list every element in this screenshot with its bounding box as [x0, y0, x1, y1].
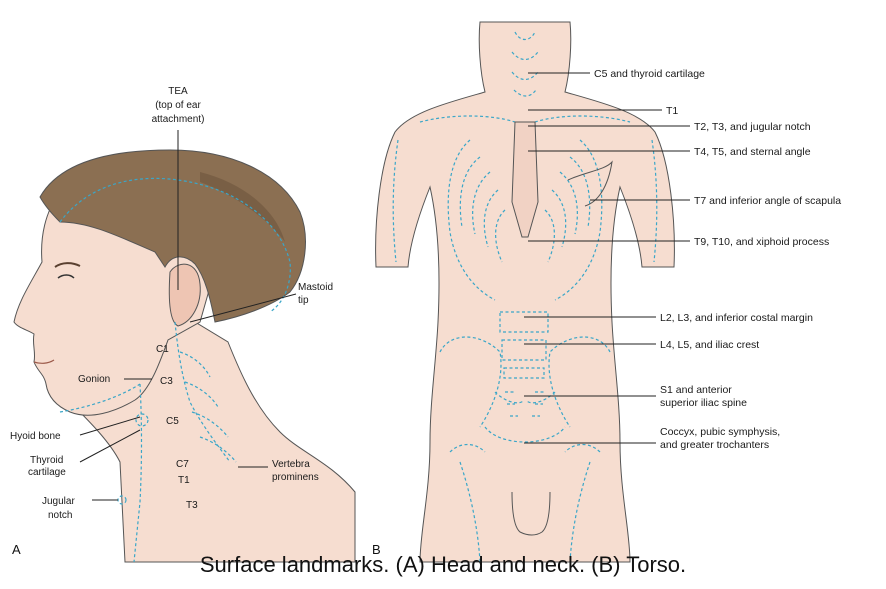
label-l4l5: L4, L5, and iliac crest: [660, 339, 759, 351]
label-tea: TEA: [168, 86, 188, 97]
torso-illustration: [375, 21, 675, 563]
figure-caption: Surface landmarks. (A) Head and neck. (B…: [199, 552, 687, 577]
trachea-dashes: [133, 383, 143, 563]
label-mastoid-line2: tip: [298, 295, 309, 306]
eyebrow: [54, 262, 81, 268]
cervical-spine-dashes-b: [511, 31, 539, 97]
hair-shading: [200, 172, 285, 242]
label-tea-line3: attachment): [152, 114, 205, 125]
ribcage-dashes: [447, 139, 603, 301]
label-l2l3: L2, L3, and inferior costal margin: [660, 312, 813, 324]
panel-a-letter: A: [12, 542, 21, 557]
label-thyroid-line2: cartilage: [28, 467, 66, 478]
ear-illustration: [168, 263, 201, 327]
lumbar-spine-dashes: [499, 311, 549, 379]
pelvis-outline-detail: [511, 491, 551, 536]
panel-b-letter: B: [372, 542, 381, 557]
label-t9t10: T9, T10, and xiphoid process: [694, 236, 829, 248]
label-s1-line2: superior iliac spine: [660, 397, 747, 409]
thyroid-leader: [79, 429, 141, 463]
label-coccyx-line2: and greater trochanters: [660, 439, 769, 451]
mastoid-leader: [189, 293, 297, 323]
hyoid-leader: [79, 416, 141, 436]
label-tea-line2: (top of ear: [155, 100, 201, 111]
hyoid-marker: [135, 413, 149, 427]
label-vertebra-line2: prominens: [272, 472, 319, 483]
arm-dashes: [392, 139, 658, 263]
label-jugular-line2: notch: [48, 510, 72, 521]
panel-a-head-and-neck: TEA (top of ear attachment) Mastoid tip …: [6, 22, 358, 563]
label-c3: C3: [160, 376, 173, 387]
label-t7: T7 and inferior angle of scapula: [694, 195, 841, 207]
vertebra-stack-dashes: [179, 351, 237, 463]
jaw-dashes: [59, 383, 141, 413]
label-t3-a: T3: [186, 500, 198, 511]
cervical-spine-dashes: [174, 321, 231, 463]
label-coccyx: Coccyx, pubic symphysis,: [660, 426, 780, 438]
label-c7: C7: [176, 459, 189, 470]
panel-b-torso: C5 and thyroid cartilage T1 T2, T3, and …: [372, 21, 841, 563]
label-c5: C5: [166, 416, 179, 427]
label-thyroid: Thyroid: [30, 455, 63, 466]
eye: [57, 274, 75, 279]
label-t4t5: T4, T5, and sternal angle: [694, 146, 811, 158]
label-t1-a: T1: [178, 475, 190, 486]
pelvis-dashes: [439, 336, 611, 443]
femur-dashes: [449, 443, 601, 563]
label-vertebra: Vertebra: [272, 459, 310, 470]
label-jugular: Jugular: [42, 496, 75, 507]
label-c5-thyroid: C5 and thyroid cartilage: [594, 68, 705, 80]
label-gonion: Gonion: [78, 374, 110, 385]
label-mastoid: Mastoid: [298, 282, 333, 293]
label-t2t3: T2, T3, and jugular notch: [694, 121, 811, 133]
clavicle-dashes: [419, 115, 631, 123]
label-t1-b: T1: [666, 105, 678, 117]
label-c1: C1: [156, 344, 169, 355]
label-s1: S1 and anterior: [660, 384, 732, 396]
label-hyoid: Hyoid bone: [10, 431, 61, 442]
mouth: [33, 359, 55, 364]
